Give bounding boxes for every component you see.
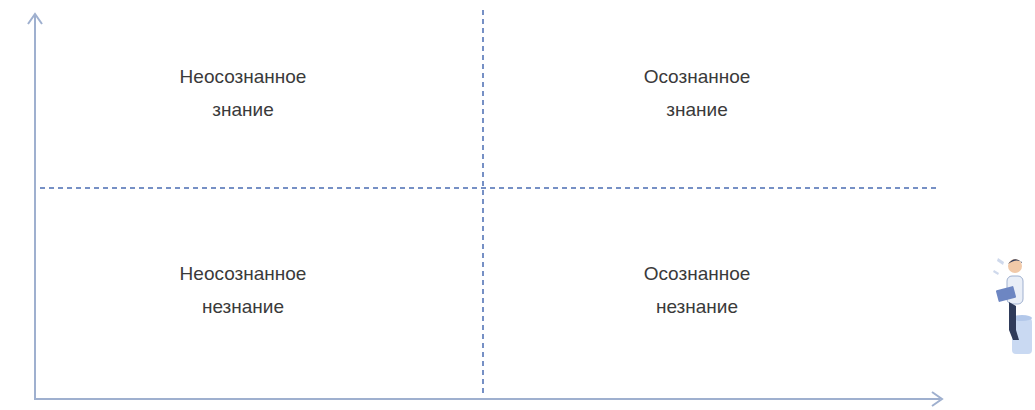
quadrant-label: Осознанное знание (622, 60, 772, 126)
y-axis (34, 16, 36, 399)
horizontal-divider (40, 187, 940, 189)
x-axis (34, 398, 940, 400)
y-axis-arrow (28, 14, 42, 24)
x-axis-arrow (932, 392, 942, 406)
quadrant-label: Осознанное незнание (622, 257, 772, 323)
quadrant-label: Неосознанное незнание (168, 257, 318, 323)
quadrant-label: Неосознанное знание (168, 60, 318, 126)
person-illustration (993, 258, 1032, 354)
vertical-divider (482, 10, 484, 395)
